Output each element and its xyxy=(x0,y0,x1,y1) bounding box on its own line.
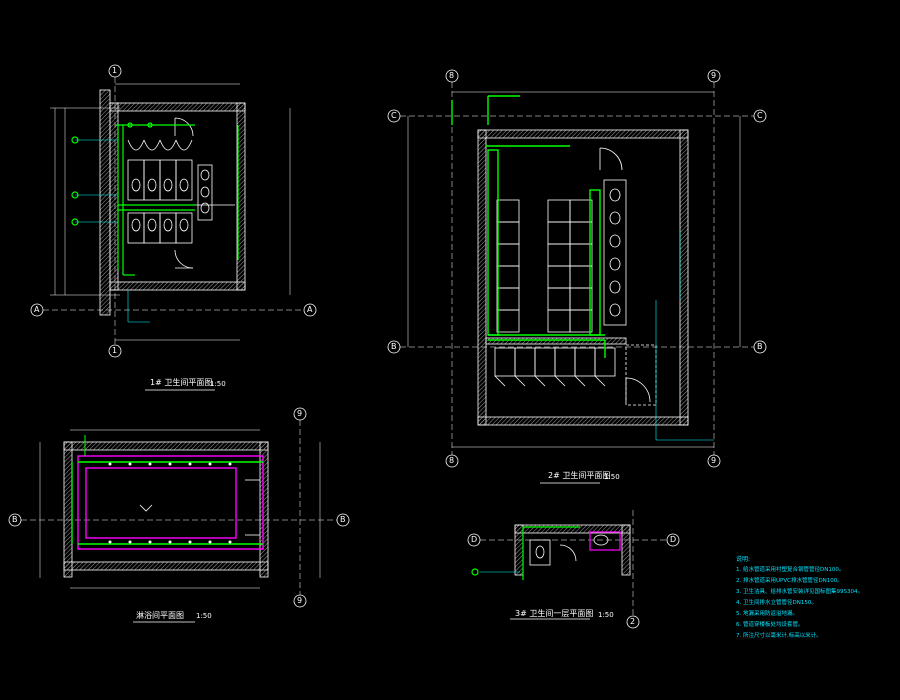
note-item: 1. 给水管道采用衬塑复合钢管管径DN100。 xyxy=(736,567,845,573)
axis-label-d-left: D xyxy=(471,535,478,544)
axis-label-1-bottom: 1 xyxy=(112,346,118,355)
axis-bubble-a-right xyxy=(303,303,317,317)
axis-label-a-right: A xyxy=(307,305,313,314)
plan-3-scale: 1:50 xyxy=(598,611,614,619)
note-item: 5. 地漏采用防返溢地漏。 xyxy=(736,611,798,617)
axis-label-9-top: 9 xyxy=(711,71,717,80)
axis-label-1-top: 1 xyxy=(112,66,118,75)
plan-4-shower xyxy=(8,407,350,608)
plan-2-dimension-lines xyxy=(655,230,714,441)
axis-label-d-right: D xyxy=(670,535,677,544)
plan-4-title: 淋浴间平面图 xyxy=(136,611,184,620)
note-item: 6. 管道穿楼板处均设套管。 xyxy=(736,622,804,628)
axis-label-b-right-shower: B xyxy=(340,515,346,524)
axis-label-8-top: 8 xyxy=(449,71,455,80)
axis-label-b-right: B xyxy=(757,342,763,351)
axis-label-b-left: B xyxy=(391,342,397,351)
axis-bubble-d-right xyxy=(666,533,680,547)
axis-label-c-right: C xyxy=(757,111,763,120)
plan-3-toilet xyxy=(467,510,680,629)
design-notes: 说明: 1. 给水管道采用衬塑复合钢管管径DN100。 2. 排水管道采用UPV… xyxy=(736,554,896,642)
note-item: 7. 所注尺寸以毫米计,标高以米计。 xyxy=(736,633,822,639)
axis-label-b-left-shower: B xyxy=(12,515,18,524)
title-underlines xyxy=(133,389,600,623)
axis-label-8-bottom: 8 xyxy=(449,456,455,465)
plan-1-title: 1# 卫生间平面图 xyxy=(150,378,213,387)
plan-2-title: 2# 卫生间平面图 xyxy=(548,471,611,480)
note-item: 4. 卫生间排水立管管径DN150。 xyxy=(736,600,817,606)
axis-label-a-left: A xyxy=(34,305,40,314)
plan-4-scale: 1:50 xyxy=(196,612,212,620)
plan-3-pipes xyxy=(471,526,621,580)
axis-label-9-top-shower: 9 xyxy=(297,409,303,418)
note-item: 2. 排水管道采用UPVC排水管管径DN100。 xyxy=(736,578,843,584)
axis-label-9-bottom-shower: 9 xyxy=(297,596,303,605)
plan-4-shower-heads xyxy=(108,462,232,544)
plan-4-pipes xyxy=(71,435,264,550)
axis-label-2-bottom: 2 xyxy=(630,617,636,626)
axis-bubble-1-bottom xyxy=(108,344,122,358)
plan-2-water-pipes xyxy=(451,95,606,358)
plan-1-water-pipes xyxy=(71,122,239,323)
plan-2-toilet xyxy=(387,69,767,468)
plan-1-toilet xyxy=(30,64,317,358)
plan-3-title: 3# 卫生间一层平面图 xyxy=(515,609,594,618)
plan-2-scale: 1:50 xyxy=(604,473,620,481)
axis-bubble-2-bottom xyxy=(626,615,640,629)
plan-1-scale: 1:50 xyxy=(210,380,226,388)
axis-label-9-bottom: 9 xyxy=(711,456,717,465)
note-item: 3. 卫生洁具、给排水管安装详见国标图集99S304。 xyxy=(736,589,863,595)
notes-heading: 说明: xyxy=(736,556,751,563)
axis-label-c-left: C xyxy=(391,111,397,120)
